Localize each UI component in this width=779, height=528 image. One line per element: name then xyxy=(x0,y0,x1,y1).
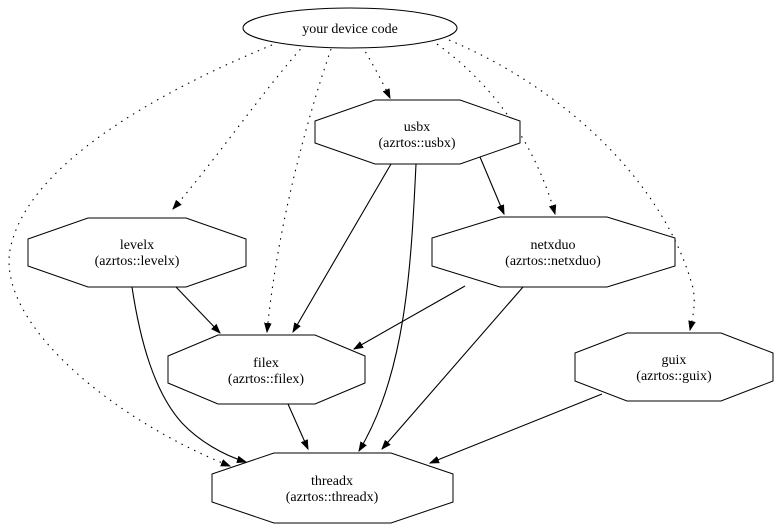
edge-levelx-to-threadx xyxy=(131,286,246,462)
node-levelx: levelx (azrtos::levelx) xyxy=(27,217,247,288)
edge-device-to-usbx xyxy=(361,45,390,98)
node-label: guix xyxy=(662,353,687,368)
node-netxduo: netxduo (azrtos::netxduo) xyxy=(431,216,676,288)
edge-guix-to-threadx xyxy=(430,393,603,464)
octagon-shape xyxy=(314,99,521,165)
node-sublabel: (azrtos::usbx) xyxy=(379,136,456,151)
node-filex: filex (azrtos::filex) xyxy=(167,334,366,405)
node-sublabel: (azrtos::netxduo) xyxy=(505,254,601,269)
node-label: levelx xyxy=(120,238,154,253)
edge-filex-to-threadx xyxy=(287,403,309,449)
node-sublabel: (azrtos::filex) xyxy=(228,372,305,387)
edge-usbx-to-threadx xyxy=(359,163,417,451)
node-label: usbx xyxy=(404,120,430,135)
node-threadx: threadx (azrtos::threadx) xyxy=(211,452,454,524)
edge-usbx-to-netxduo xyxy=(479,156,505,214)
node-label: threadx xyxy=(311,474,353,489)
node-label: your device code xyxy=(302,22,398,37)
edge-netxduo-to-filex xyxy=(354,285,466,349)
edge-device-to-filex xyxy=(267,48,332,332)
edge-device-to-levelx xyxy=(173,43,306,209)
octagon-shape xyxy=(167,334,366,405)
edge-usbx-to-filex xyxy=(293,163,392,332)
edge-layer xyxy=(8,39,694,467)
node-label: netxduo xyxy=(530,238,575,253)
node-label: filex xyxy=(253,356,279,371)
octagon-shape xyxy=(211,452,454,524)
node-usbx: usbx (azrtos::usbx) xyxy=(314,99,521,165)
edge-device-to-guix xyxy=(448,39,694,330)
ellipse-shape xyxy=(242,7,458,49)
node-sublabel: (azrtos::threadx) xyxy=(286,490,379,505)
edge-device-to-threadx xyxy=(8,44,273,467)
node-your-device-code: your device code xyxy=(242,7,458,49)
octagon-shape xyxy=(27,217,247,288)
node-layer: your device code usbx (azrtos::usbx) lev… xyxy=(27,7,774,524)
edge-netxduo-to-threadx xyxy=(382,286,524,449)
node-sublabel: (azrtos::guix) xyxy=(636,369,712,384)
octagon-shape xyxy=(431,216,676,288)
node-sublabel: (azrtos::levelx) xyxy=(95,254,180,269)
node-guix: guix (azrtos::guix) xyxy=(574,332,774,402)
octagon-shape xyxy=(574,332,774,402)
edge-levelx-to-filex xyxy=(175,286,220,333)
